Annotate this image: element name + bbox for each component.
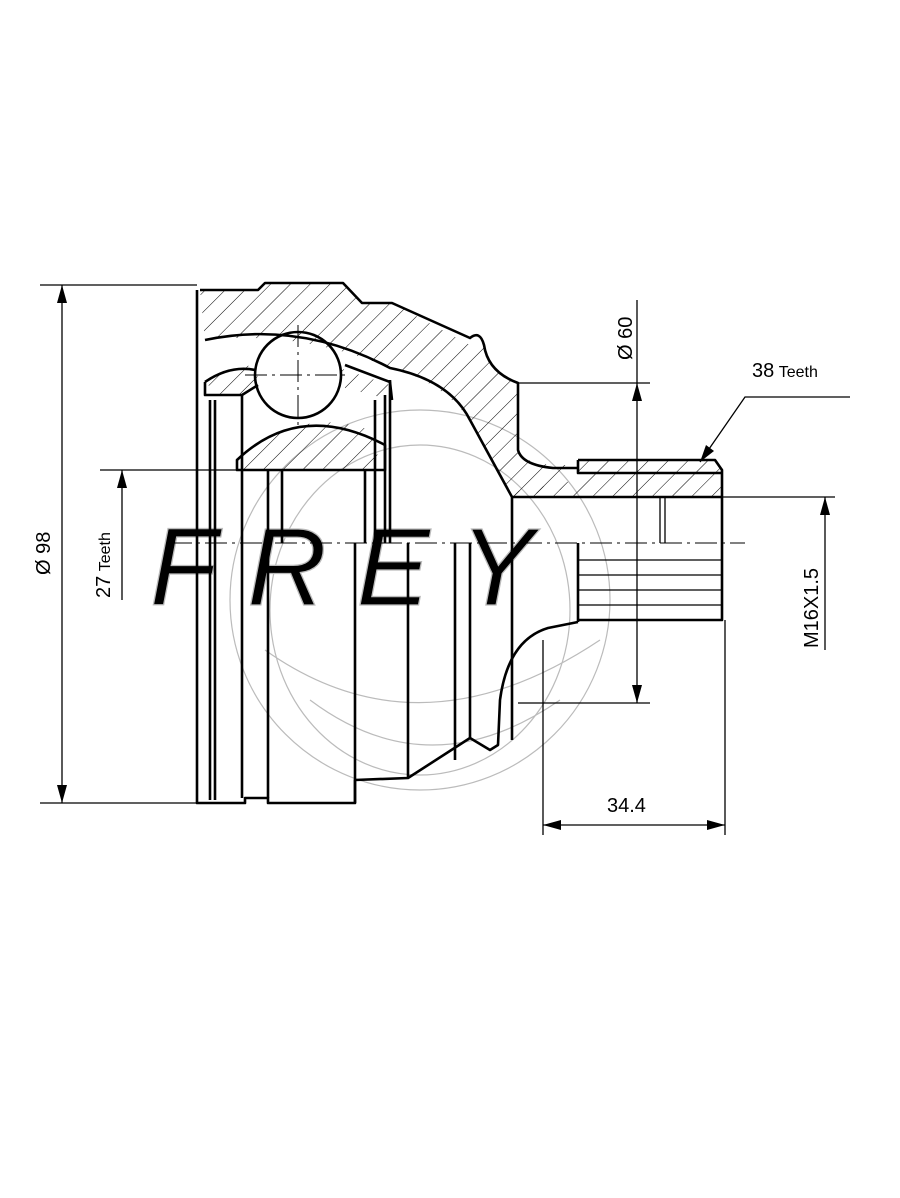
- outer-teeth-label: 38 Teeth: [752, 360, 818, 382]
- watermark-text: FREY: [150, 506, 563, 629]
- shaft-length-label: 34.4: [607, 795, 646, 817]
- housing-outline: [170, 290, 745, 805]
- thread-label: M16X1.5: [801, 568, 823, 648]
- inner-teeth-label: 27 Teeth: [93, 532, 115, 598]
- outer-diameter-label: Ø 98: [33, 532, 55, 575]
- dimension-lines: [40, 284, 850, 835]
- shaft-diameter-label: Ø 60: [615, 317, 637, 360]
